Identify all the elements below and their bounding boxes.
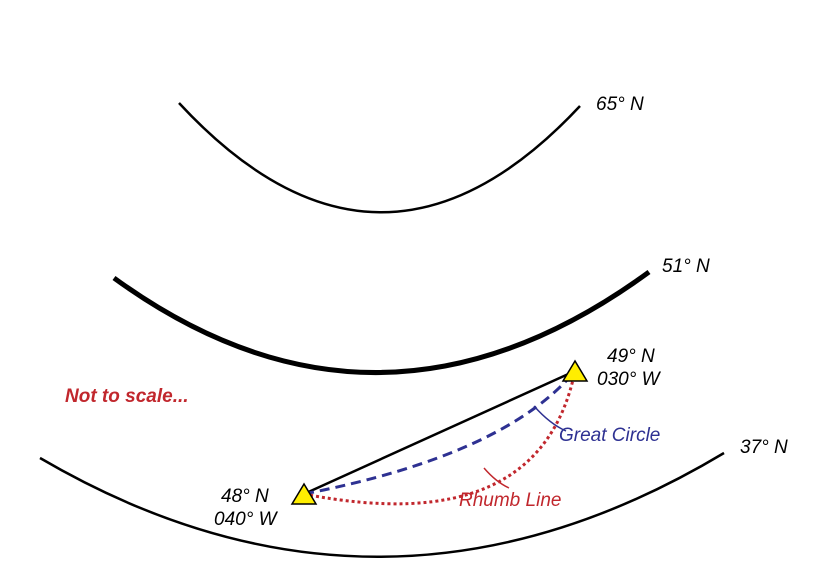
rhumb-line-leader bbox=[483, 467, 510, 489]
rhumb-line-label: Rhumb Line bbox=[459, 490, 561, 511]
great-circle-route bbox=[303, 370, 577, 496]
end-lat-label: 49° N bbox=[607, 346, 655, 367]
rhumb-line-route bbox=[303, 370, 577, 506]
great-circle-leader bbox=[533, 405, 567, 432]
label-37n: 37° N bbox=[740, 437, 788, 458]
parallel-65n-arc bbox=[178, 102, 581, 214]
label-65n: 65° N bbox=[596, 94, 644, 115]
start-waypoint-marker bbox=[290, 482, 318, 505]
end-lon-label: 030° W bbox=[597, 369, 662, 390]
not-to-scale-note: Not to scale... bbox=[65, 386, 189, 407]
straight-route-line bbox=[303, 369, 576, 496]
start-lon-label: 040° W bbox=[214, 509, 279, 530]
parallel-37n-arc bbox=[39, 451, 725, 558]
parallel-51n-arc bbox=[112, 269, 651, 375]
great-circle-label: Great Circle bbox=[559, 425, 660, 446]
end-waypoint-marker bbox=[561, 359, 589, 382]
label-51n: 51° N bbox=[662, 256, 710, 277]
start-lat-label: 48° N bbox=[221, 486, 269, 507]
